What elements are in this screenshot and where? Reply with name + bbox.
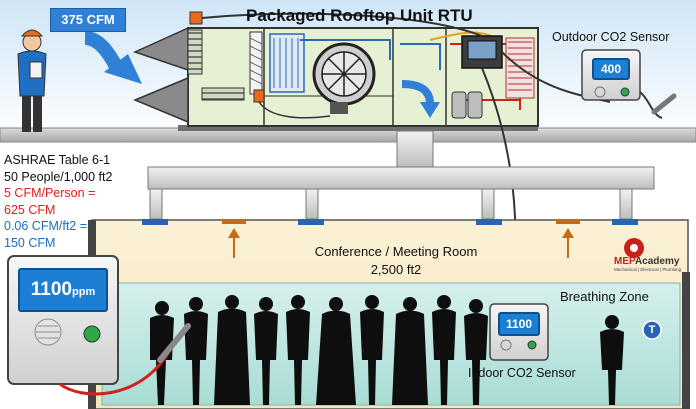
supply-diffuser-4 [612, 219, 638, 225]
ashrae-line-1: ASHRAE Table 6-1 [4, 153, 111, 167]
breathing-zone-label: Breathing Zone [560, 289, 649, 304]
outdoor-sensor-probe [639, 91, 663, 119]
mep-academy-logo: MEPAcademy Mechanical | Electrical | Plu… [614, 256, 681, 272]
damper-actuator-bottom [253, 89, 265, 103]
diagram-title: Packaged Rooftop Unit RTU [246, 6, 473, 25]
ashrae-notes: ASHRAE Table 6-1 50 People/1,000 ft2 5 C… [4, 152, 112, 251]
supply-diffuser-2 [298, 219, 324, 225]
supply-diffuser-3 [476, 219, 502, 225]
outdoor-sensor-label: Outdoor CO2 Sensor [552, 30, 670, 44]
logo-tagline: Mechanical | Electrical | Plumbing [614, 267, 682, 272]
room-name-label: Conference / Meeting Room 2,500 ft2 [314, 244, 478, 277]
large-sensor-reading: 1100 [30, 279, 72, 300]
outdoor-airflow-badge: 375 CFM [50, 8, 126, 32]
cooling-coil [269, 33, 305, 93]
ashrae-line-5: 0.06 CFM/ft2 = [4, 219, 88, 233]
technician-figure [17, 29, 47, 132]
duct-branch-1 [149, 188, 163, 220]
ashrae-line-3: 5 CFM/Person = [4, 186, 96, 200]
return-air-damper [201, 87, 245, 101]
rtu-curb [178, 125, 538, 131]
damper-actuator-top [189, 11, 203, 25]
duct-branch-2 [305, 188, 319, 220]
ashrae-line-4: 625 CFM [4, 202, 56, 217]
supply-diffuser-1 [142, 219, 168, 225]
thermostat-letter: T [648, 324, 656, 336]
duct-branch-3 [481, 188, 495, 220]
controller-wire-top [201, 12, 483, 37]
compressor-a [451, 91, 467, 119]
compressor-b [467, 91, 483, 119]
controller-wire-actuator [258, 101, 331, 119]
large-sensor-display: 1100ppm [18, 268, 108, 312]
indoor-sensor-label: Indoor CO2 Sensor [468, 366, 576, 380]
supply-air-arrow [401, 80, 434, 105]
sampling-tube [59, 349, 172, 396]
return-grille-1 [222, 219, 246, 224]
supply-duct-main [147, 166, 655, 190]
large-sensor-unit: ppm [72, 286, 96, 298]
logo-wordmark: MEPAcademy [614, 256, 680, 267]
ashrae-line-2: 50 People/1,000 ft2 [4, 169, 113, 184]
outdoor-sensor-reading: 400 [592, 58, 630, 80]
return-air-hood [133, 76, 189, 124]
return-grille-2 [556, 219, 580, 224]
duct-branch-4 [619, 188, 633, 220]
thermostat [642, 320, 662, 340]
indoor-sensor-reading: 1100 [498, 312, 540, 336]
supply-duct-drop [396, 130, 434, 168]
people-silhouettes [150, 295, 624, 405]
ashrae-line-6: 150 CFM [4, 235, 56, 250]
outdoor-air-damper [187, 29, 203, 75]
right-wall [682, 272, 690, 409]
